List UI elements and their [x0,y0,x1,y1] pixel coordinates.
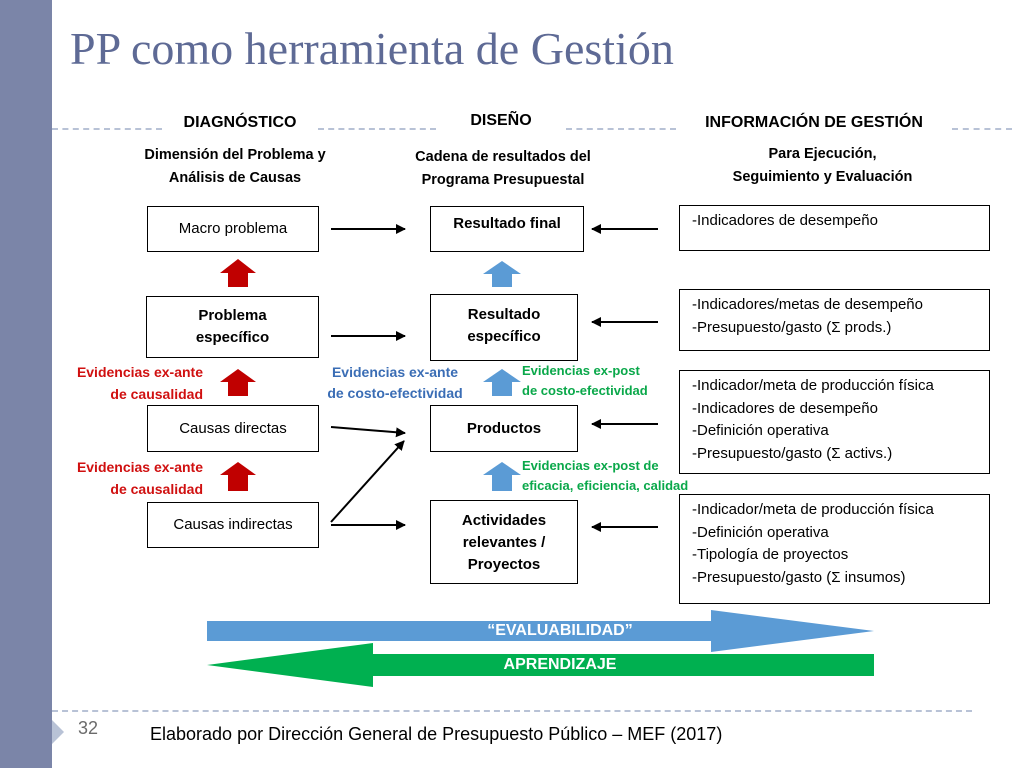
info-line: -Presupuesto/gasto (Σ insumos) [692,568,906,586]
page-number: 32 [78,718,99,738]
blue-up-arrow-icon [483,369,521,396]
info-line: -Indicadores/metas de desempeño [692,296,923,313]
arrow-diagonal-icon [330,440,405,523]
info-line: -Definición operativa [692,422,829,439]
header-diseno: DISEÑO [470,112,532,129]
box-resultado-final: Resultado final [430,206,584,252]
dashed-divider [318,128,436,130]
subtitle-gestion: Para Ejecución, Seguimiento y Evaluación [732,146,913,185]
blue-up-arrow-icon [483,261,521,287]
left-sidebar-bar [0,0,52,768]
info-line: -Indicadores de desempeño [692,212,878,229]
slide-title: PP como herramienta de Gestión [70,23,674,74]
red-up-arrow-icon [220,369,256,396]
dashed-divider [952,128,1012,130]
evaluabilidad-arrow-icon [207,610,874,652]
info-line: -Presupuesto/gasto (Σ activs.) [692,444,893,462]
aprendizaje-arrow-icon [207,643,874,687]
subtitle-diseno: Cadena de resultados del Programa Presup… [415,149,591,188]
info-box-resultado-especifico: -Indicadores/metas de desempeño -Presupu… [679,289,990,351]
red-up-arrow-icon [220,462,256,491]
box-problema-especifico: Problema específico [146,296,319,358]
subtitle-diagnostico: Dimensión del Problema y Análisis de Cau… [144,147,326,186]
box-actividades: Actividades relevantes / Proyectos [430,500,578,584]
red-up-arrow-icon [220,259,256,287]
info-line: -Presupuesto/gasto (Σ prods.) [692,318,892,336]
box-resultado-especifico: Resultado específico [430,294,578,361]
evidence-label-eficacia-expost: Evidencias ex-post de eficacia, eficienc… [522,458,689,493]
box-productos: Productos [430,405,578,452]
footer-dashed-divider [52,710,972,712]
header-diagnostico: DIAGNÓSTICO [183,114,297,131]
info-line: -Indicadores de desempeño [692,399,878,417]
footer-source: Elaborado por Dirección General de Presu… [150,724,723,744]
info-line: -Tipología de proyectos [692,546,849,563]
box-causas-directas: Causas directas [147,405,319,452]
evidence-label-causalidad-2: Evidencias ex-ante de causalidad [76,459,203,497]
box-macro-problema: Macro problema [147,206,319,252]
info-box-productos: -Indicador/meta de producción física -In… [679,370,990,474]
info-box-actividades: -Indicador/meta de producción física -De… [679,494,990,604]
evidence-label-costo-efectividad-expost: Evidencias ex-post de costo-efectividad [522,363,648,398]
header-gestion: INFORMACIÓN DE GESTIÓN [705,114,923,131]
evidence-label-causalidad-1: Evidencias ex-ante de causalidad [76,364,203,402]
info-line: -Indicador/meta de producción física [692,377,934,394]
info-line: -Indicador/meta de producción física [692,501,934,518]
evidence-label-costo-efectividad-exante: Evidencias ex-ante de costo-efectividad [327,364,463,401]
blue-up-arrow-icon [483,462,521,491]
arrow-right-icon [330,426,406,438]
dashed-divider [52,128,162,130]
dashed-divider [566,128,676,130]
evaluabilidad-label: “EVALUABILIDAD” [487,622,633,639]
info-line: -Definición operativa [692,523,829,541]
info-box-resultado-final: -Indicadores de desempeño [679,205,990,251]
aprendizaje-label: APRENDIZAJE [503,656,617,673]
box-causas-indirectas: Causas indirectas [147,502,319,548]
